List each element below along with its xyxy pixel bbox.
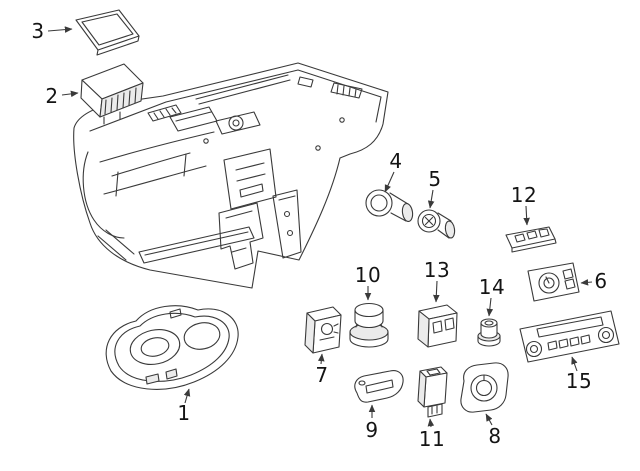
callout-label-10: 10 [354, 263, 382, 287]
leader-line-15 [571, 356, 578, 372]
callout-label-3: 3 [31, 19, 45, 43]
instrument-panel-drawing [73, 62, 389, 289]
part-switch-block [417, 304, 458, 348]
part-lighter-socket [365, 189, 414, 222]
leader-line-11 [427, 418, 435, 428]
callout-label-11: 11 [418, 427, 446, 451]
leader-line-6 [580, 279, 593, 286]
leader-line-1 [183, 388, 191, 404]
part-push-button [477, 318, 501, 347]
callout-label-13: 13 [423, 258, 451, 282]
leader-line-14 [486, 297, 494, 317]
part-start-stop-button [460, 362, 509, 413]
part-head-up-display [80, 63, 144, 125]
callout-label-2: 2 [45, 84, 59, 108]
part-switch-connector [417, 366, 448, 418]
callout-label-6: 6 [594, 269, 608, 293]
leader-lines [47, 26, 593, 428]
part-instrument-cluster [105, 305, 239, 390]
callout-label-5: 5 [428, 167, 442, 191]
callout-label-15: 15 [565, 369, 593, 393]
part-cover-lid [75, 9, 140, 56]
callout-label-4: 4 [389, 149, 403, 173]
leader-line-2 [61, 90, 79, 98]
callout-label-7: 7 [315, 363, 329, 387]
leader-line-7 [318, 353, 325, 365]
leader-line-4 [384, 171, 395, 193]
leader-line-12 [523, 205, 530, 226]
callout-label-14: 14 [478, 275, 506, 299]
part-rotary-controller [349, 302, 389, 348]
callout-label-9: 9 [365, 418, 379, 442]
part-switch-strip [505, 226, 557, 253]
part-headlight-switch [527, 262, 580, 302]
callout-label-1: 1 [177, 401, 191, 425]
leader-line-3 [47, 26, 73, 33]
part-light-switch [304, 306, 342, 354]
part-power-outlet [417, 209, 456, 239]
leader-line-5 [427, 189, 435, 209]
leader-line-13 [433, 280, 440, 303]
leader-line-8 [485, 413, 493, 426]
callout-label-12: 12 [510, 183, 538, 207]
callout-label-8: 8 [488, 424, 502, 448]
part-climate-control [519, 310, 620, 363]
part-trim-panel [354, 370, 404, 403]
